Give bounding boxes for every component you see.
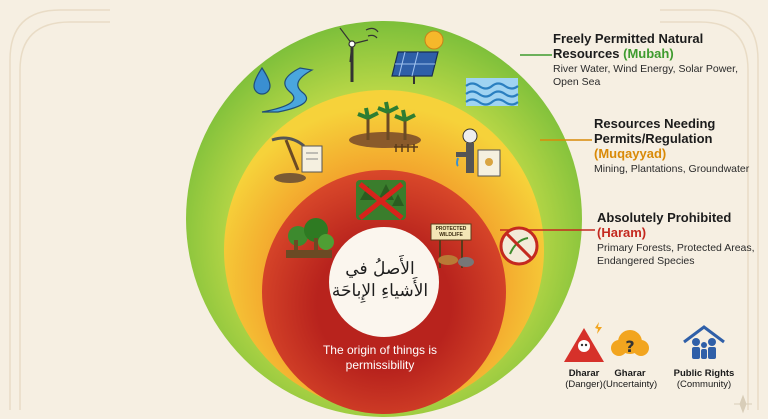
legend-haram-title: Absolutely Prohibited: [597, 210, 732, 225]
legend-muqayyad-examples: Mining, Plantations, Groundwater: [594, 163, 750, 175]
sign-word: PROTECTED: [436, 226, 467, 232]
groundwater-pump-icon: [456, 128, 501, 177]
wind-turbine-icon: [339, 27, 379, 82]
center-disc: [329, 227, 439, 337]
legend-mubah-examples: River Water, Wind Energy, Solar Power, O…: [553, 63, 738, 88]
principle-gharar: Gharar (Uncertainty): [600, 368, 660, 390]
legend-mubah: Freely Permitted Natural Resources (Muba…: [553, 31, 753, 89]
sea-waves-icon: [465, 78, 519, 106]
legend-haram: Absolutely Prohibited (Haram) Primary Fo…: [597, 210, 762, 268]
legend-muqayyad-title: Resources Needing Permits/Regulation: [594, 116, 716, 146]
legend-mubah-title: Freely Permitted Natural Resources: [553, 31, 704, 61]
river-icon: [261, 67, 314, 113]
decorative-frame: [9, 9, 759, 410]
legend-muqayyad: Resources Needing Permits/Regulation (Mu…: [594, 116, 764, 176]
principle-dharar-sub: (Danger): [565, 379, 603, 390]
center-caption: The origin of things is permissibility: [322, 343, 438, 372]
sign-word: WILDLIFE: [439, 232, 463, 238]
primary-forest-icon: [286, 218, 334, 258]
mining-pickaxe-icon: [271, 136, 323, 183]
arabic-line-2: الأَشياءِ الإِباحَة: [331, 281, 429, 301]
prohibited-species-badge-icon: [499, 226, 539, 266]
legend-mubah-term: (Mubah): [623, 46, 674, 61]
principle-gharar-name: Gharar: [614, 368, 646, 379]
principle-dharar: Dharar (Danger): [554, 368, 614, 390]
svg-text:?: ?: [625, 337, 634, 356]
arabic-line-1: الأَصلُ في: [345, 259, 415, 279]
principle-public-rights-name: Public Rights: [673, 368, 735, 379]
question-cloud-icon: ?: [611, 330, 649, 356]
legend-haram-term: (Haram): [597, 225, 647, 240]
community-house-icon: [683, 325, 725, 359]
prohibited-forest-icon: [356, 180, 406, 220]
palm-plantation-icon: [349, 101, 421, 152]
legend-muqayyad-term: (Muqayyad): [594, 146, 667, 161]
legend-haram-examples: Primary Forests, Protected Areas, Endang…: [597, 242, 755, 267]
principle-public-rights-sub: (Community): [676, 379, 732, 390]
water-drop-icon: [253, 66, 271, 95]
solar-panel-icon: [391, 30, 444, 84]
principle-gharar-sub: (Uncertainty): [602, 379, 658, 390]
arabic-maxim: الأَصلُ في الأَشياءِ الإِباحَة: [330, 258, 430, 302]
sparkle-icon: [734, 394, 752, 414]
danger-skull-icon: [564, 322, 604, 362]
principle-dharar-name: Dharar: [568, 368, 600, 379]
principle-public-rights: Public Rights (Community): [672, 368, 736, 390]
